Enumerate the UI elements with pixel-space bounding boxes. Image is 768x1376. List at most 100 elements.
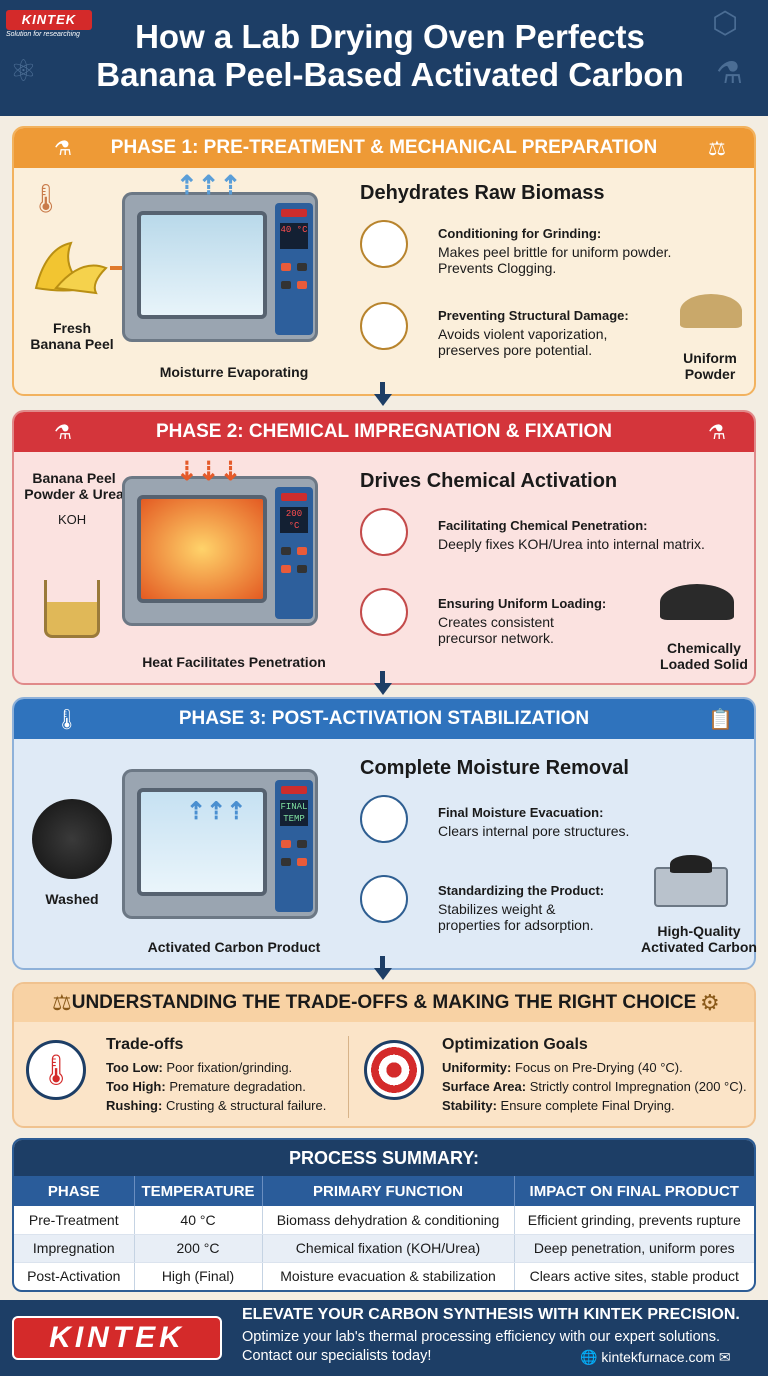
drying-oven: 40 °C xyxy=(122,192,318,342)
divider xyxy=(348,1036,349,1118)
item-desc: Creates consistent precursor network. xyxy=(438,614,554,646)
item-title: Final Moisture Evacuation: xyxy=(438,805,604,820)
summary-title: PROCESS SUMMARY: xyxy=(14,1140,754,1176)
loaded-solid-pile xyxy=(660,584,734,620)
oven-caption: Moisturre Evaporating xyxy=(159,364,309,380)
tradeoff-item: Too Low: Poor fixation/grinding. xyxy=(106,1060,293,1075)
flow-arrow xyxy=(380,671,385,683)
phase-1-panel: PHASE 1: PRE-TREATMENT & MECHANICAL PREP… xyxy=(12,126,756,396)
tradeoffs-banner: UNDERSTANDING THE TRADE-OFFS & MAKING TH… xyxy=(14,984,754,1022)
pore-structure-icon xyxy=(360,795,408,843)
globe-icon: 🌐 xyxy=(580,1349,598,1365)
logo-tagline: Solution for researching xyxy=(6,31,80,38)
phase-2-heading: Drives Chemical Activation xyxy=(360,470,618,492)
item-title: Standardizing the Product: xyxy=(438,883,605,898)
website-link[interactable]: 🌐 kintekfurnace.com ✉ xyxy=(580,1349,731,1365)
col-header: PHASE xyxy=(14,1176,135,1206)
drying-oven: 200 °C xyxy=(122,476,318,626)
tradeoffs-panel: UNDERSTANDING THE TRADE-OFFS & MAKING TH… xyxy=(12,982,756,1128)
item-desc: Deeply fixes KOH/Urea into internal matr… xyxy=(438,536,705,552)
phase-2-panel: PHASE 2: CHEMICAL IMPREGNATION & FIXATIO… xyxy=(12,410,756,685)
balance-scale-icon: ⚖ xyxy=(52,990,72,1015)
thermometer-icon: 🌡 xyxy=(26,1040,86,1100)
kintek-logo[interactable]: KINTEK xyxy=(6,10,92,30)
powder-pile xyxy=(680,294,742,328)
table-row: Impregnation 200 °C Chemical fixation (K… xyxy=(14,1234,754,1263)
goal-item: Uniformity: Focus on Pre-Drying (40 °C). xyxy=(442,1060,683,1075)
molecule-structure-icon xyxy=(360,875,408,923)
banana-peel-illustration xyxy=(26,238,116,298)
table-row: Post-Activation High (Final) Moisture ev… xyxy=(14,1262,754,1290)
flask-icon: ⚗ xyxy=(716,57,743,90)
col-header: PRIMARY FUNCTION xyxy=(262,1176,515,1206)
washed-label: Washed xyxy=(45,891,99,907)
flow-arrow xyxy=(380,382,385,394)
cracked-block-icon xyxy=(360,302,408,350)
flow-arrow xyxy=(380,956,385,968)
footer-headline: ELEVATE YOUR CARBON SYNTHESIS WITH KINTE… xyxy=(242,1306,740,1323)
col-header: IMPACT ON FINAL PRODUCT xyxy=(514,1176,754,1206)
phase-3-heading: Complete Moisture Removal xyxy=(360,757,629,779)
penetration-icon xyxy=(360,508,408,556)
koh-label: KOH xyxy=(58,512,87,527)
thermometer-icon: 🌡 xyxy=(54,709,80,731)
moisture-arrows-icon: ⇡⇡⇡ xyxy=(186,798,247,825)
fresh-banana-peel-label: Fresh Banana Peel xyxy=(30,320,114,352)
mortar-pestle-icon xyxy=(360,220,408,268)
powder-urea-label: Banana Peel Powder & Urea xyxy=(24,470,124,502)
uniform-loading-icon xyxy=(360,588,408,636)
uniform-powder-label: Uniform Powder xyxy=(683,350,737,382)
tradeoff-item: Rushing: Crusting & structural failure. xyxy=(106,1098,327,1113)
scale-illustration xyxy=(654,867,728,907)
item-desc: Clears internal pore structures. xyxy=(438,823,630,839)
goal-item: Surface Area: Strictly control Impregnat… xyxy=(442,1079,747,1094)
molecule-icon: ⬡ xyxy=(712,7,739,40)
item-desc: Avoids violent vaporization, preserves p… xyxy=(438,326,608,358)
lab-flask-icon: ⚗ xyxy=(708,422,726,444)
table-row: Pre-Treatment 40 °C Biomass dehydration … xyxy=(14,1206,754,1235)
flow-arrow-head xyxy=(374,394,392,406)
beaker-icon: ⚗ xyxy=(54,422,72,444)
item-title: Facilitating Chemical Penetration: xyxy=(438,518,648,533)
flow-arrow-head xyxy=(374,968,392,980)
goal-item: Stability: Ensure complete Final Drying. xyxy=(442,1098,675,1113)
oven-caption: Activated Carbon Product xyxy=(147,939,321,955)
steam-arrows-icon: ⇡⇡⇡ xyxy=(176,170,242,200)
flow-arrow-head xyxy=(374,683,392,695)
scale-icon: ⚖ xyxy=(708,138,726,160)
heat-arrows-icon: ⇣⇣⇣ xyxy=(176,456,242,486)
phase-1-heading: Dehydrates Raw Biomass xyxy=(360,182,605,204)
beaker-illustration xyxy=(44,580,100,638)
network-icon: ⚙ xyxy=(700,990,720,1015)
col-header: TEMPERATURE xyxy=(134,1176,263,1206)
clipboard-icon: 📋 xyxy=(708,709,733,731)
carbon-pile xyxy=(670,855,712,873)
tradeoff-item: Too High: Premature degradation. xyxy=(106,1079,306,1094)
item-desc: Makes peel brittle for uniform powder. P… xyxy=(438,244,672,276)
flask-icon: ⚗ xyxy=(54,138,72,160)
footer-logo[interactable]: KINTEK xyxy=(12,1316,222,1360)
goals-heading: Optimization Goals xyxy=(442,1036,588,1053)
phase-2-banner: PHASE 2: CHEMICAL IMPREGNATION & FIXATIO… xyxy=(14,412,754,452)
oven-caption: Heat Facilitates Penetration xyxy=(142,654,326,670)
atom-icon: ⚛ xyxy=(10,55,37,88)
footer-description: Optimize your lab's thermal processing e… xyxy=(242,1329,720,1364)
process-summary-table: PROCESS SUMMARY: PHASE TEMPERATURE PRIMA… xyxy=(12,1138,756,1292)
target-icon xyxy=(364,1040,424,1100)
header: KINTEK Solution for researching ⬡ ⚗ ⚛ Ho… xyxy=(0,0,768,116)
washed-carbon-illustration xyxy=(32,799,112,879)
item-title: Conditioning for Grinding: xyxy=(438,226,602,241)
footer: KINTEK ELEVATE YOUR CARBON SYNTHESIS WIT… xyxy=(0,1300,768,1376)
phase-1-banner: PHASE 1: PRE-TREATMENT & MECHANICAL PREP… xyxy=(14,128,754,168)
drying-oven: FINAL TEMP xyxy=(122,769,318,919)
phase-3-banner: PHASE 3: POST-ACTIVATION STABILIZATION xyxy=(14,699,754,739)
tradeoffs-heading: Trade-offs xyxy=(106,1036,184,1053)
mail-icon: ✉ xyxy=(718,1349,731,1365)
high-quality-carbon-label: High-Quality Activated Carbon xyxy=(641,923,757,955)
item-desc: Stabilizes weight & properties for adsor… xyxy=(438,901,594,933)
item-title: Ensuring Uniform Loading: xyxy=(438,596,607,611)
chemically-loaded-label: Chemically Loaded Solid xyxy=(660,640,748,672)
item-title: Preventing Structural Damage: xyxy=(438,308,629,323)
phase-3-panel: PHASE 3: POST-ACTIVATION STABILIZATION 🌡… xyxy=(12,697,757,970)
page-title: How a Lab Drying Oven Perfects Banana Pe… xyxy=(96,18,684,93)
